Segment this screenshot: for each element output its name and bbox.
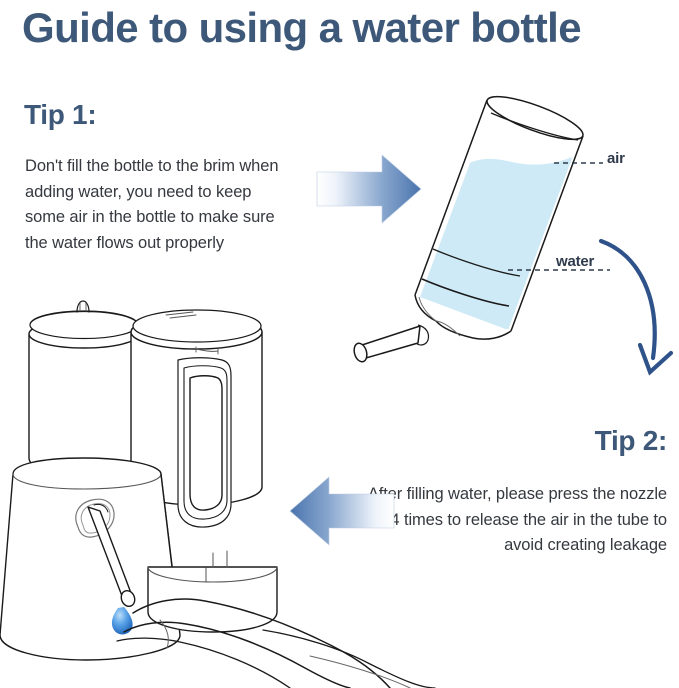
bottle-label-air: air [607,150,625,167]
water-droplet-icon [111,607,133,635]
bottle-label-water: water [556,253,595,270]
tip-2-body-text: After filling water, please press the no… [367,485,667,554]
water-bottle-illustration [353,95,610,363]
tip-1-body-text: Don't fill the bottle to the brim when a… [25,157,279,252]
tip-2-heading: Tip 2: [594,425,668,456]
arrow-right-to-bottle-icon [316,154,422,224]
tip-1-heading: Tip 1: [24,99,97,130]
page-title: Guide to using a water bottle [22,4,582,51]
curved-arrow-down-icon [598,238,674,376]
